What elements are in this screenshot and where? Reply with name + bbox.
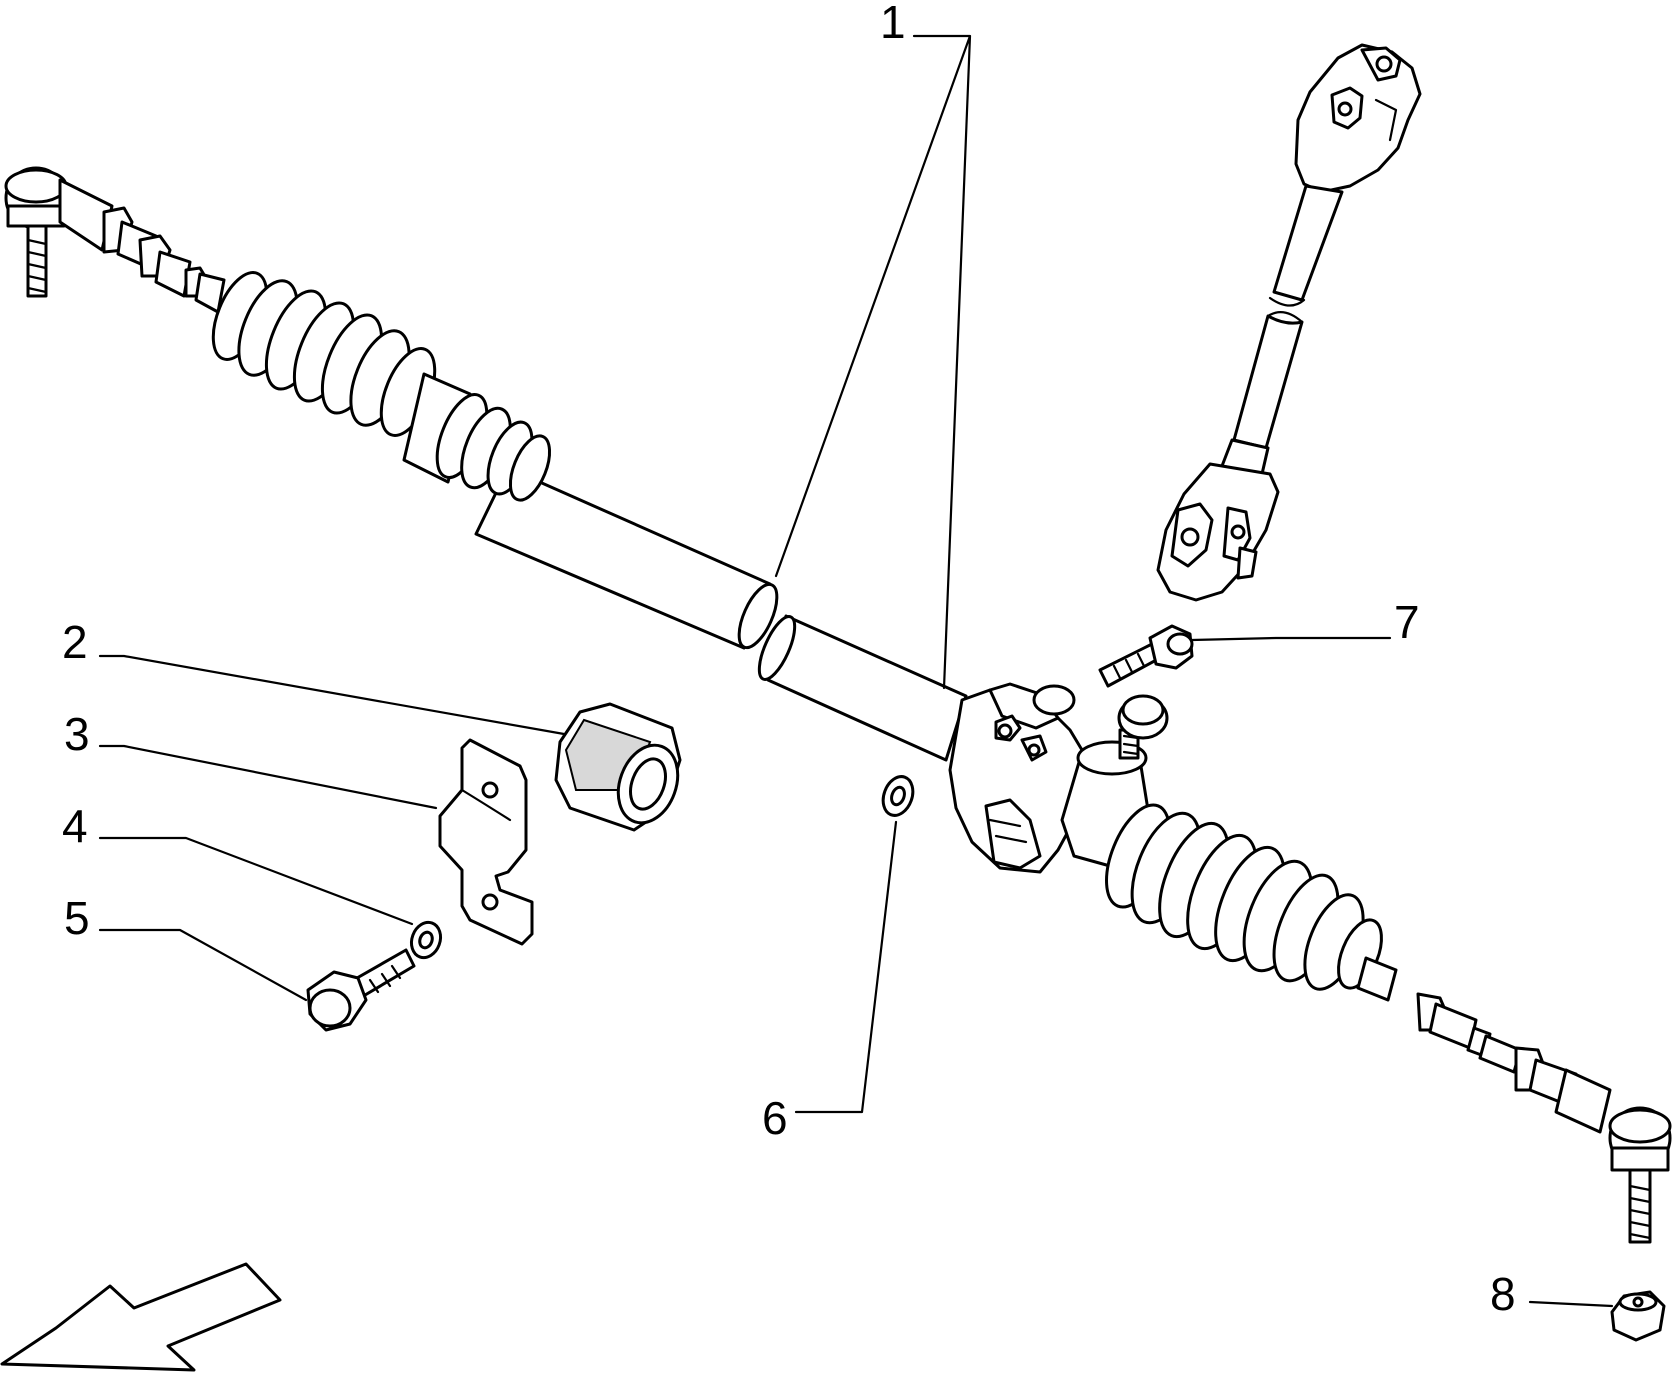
leader-lines	[98, 34, 1614, 1308]
ring-part	[881, 775, 915, 817]
right-tie-rod-end	[1356, 956, 1672, 1244]
rubber-bush-part	[554, 702, 682, 832]
right-bellows-boot	[1105, 803, 1383, 991]
mounting-bracket-part	[438, 738, 534, 946]
callout-1: 1	[880, 0, 906, 48]
callout-7: 7	[1394, 596, 1420, 648]
callout-4: 4	[62, 800, 88, 852]
bolt-part	[306, 948, 416, 1032]
callout-3: 3	[64, 708, 90, 760]
direction-arrow-icon	[0, 1262, 282, 1372]
callout-5: 5	[64, 892, 90, 944]
callout-6: 6	[762, 1092, 788, 1144]
nut-part	[1610, 1290, 1666, 1342]
housing-bolt-part	[1098, 624, 1194, 688]
steering-column-shaft	[1156, 43, 1422, 602]
callout-8: 8	[1490, 1268, 1516, 1320]
left-bellows-boot	[211, 271, 552, 502]
left-tie-rod-end	[4, 166, 226, 314]
washer-part	[409, 920, 443, 960]
callout-2: 2	[62, 616, 88, 668]
callout-labels: 1 2 3 4 5 6 7 8	[62, 0, 1516, 1320]
steering-rack-tube	[474, 466, 968, 762]
